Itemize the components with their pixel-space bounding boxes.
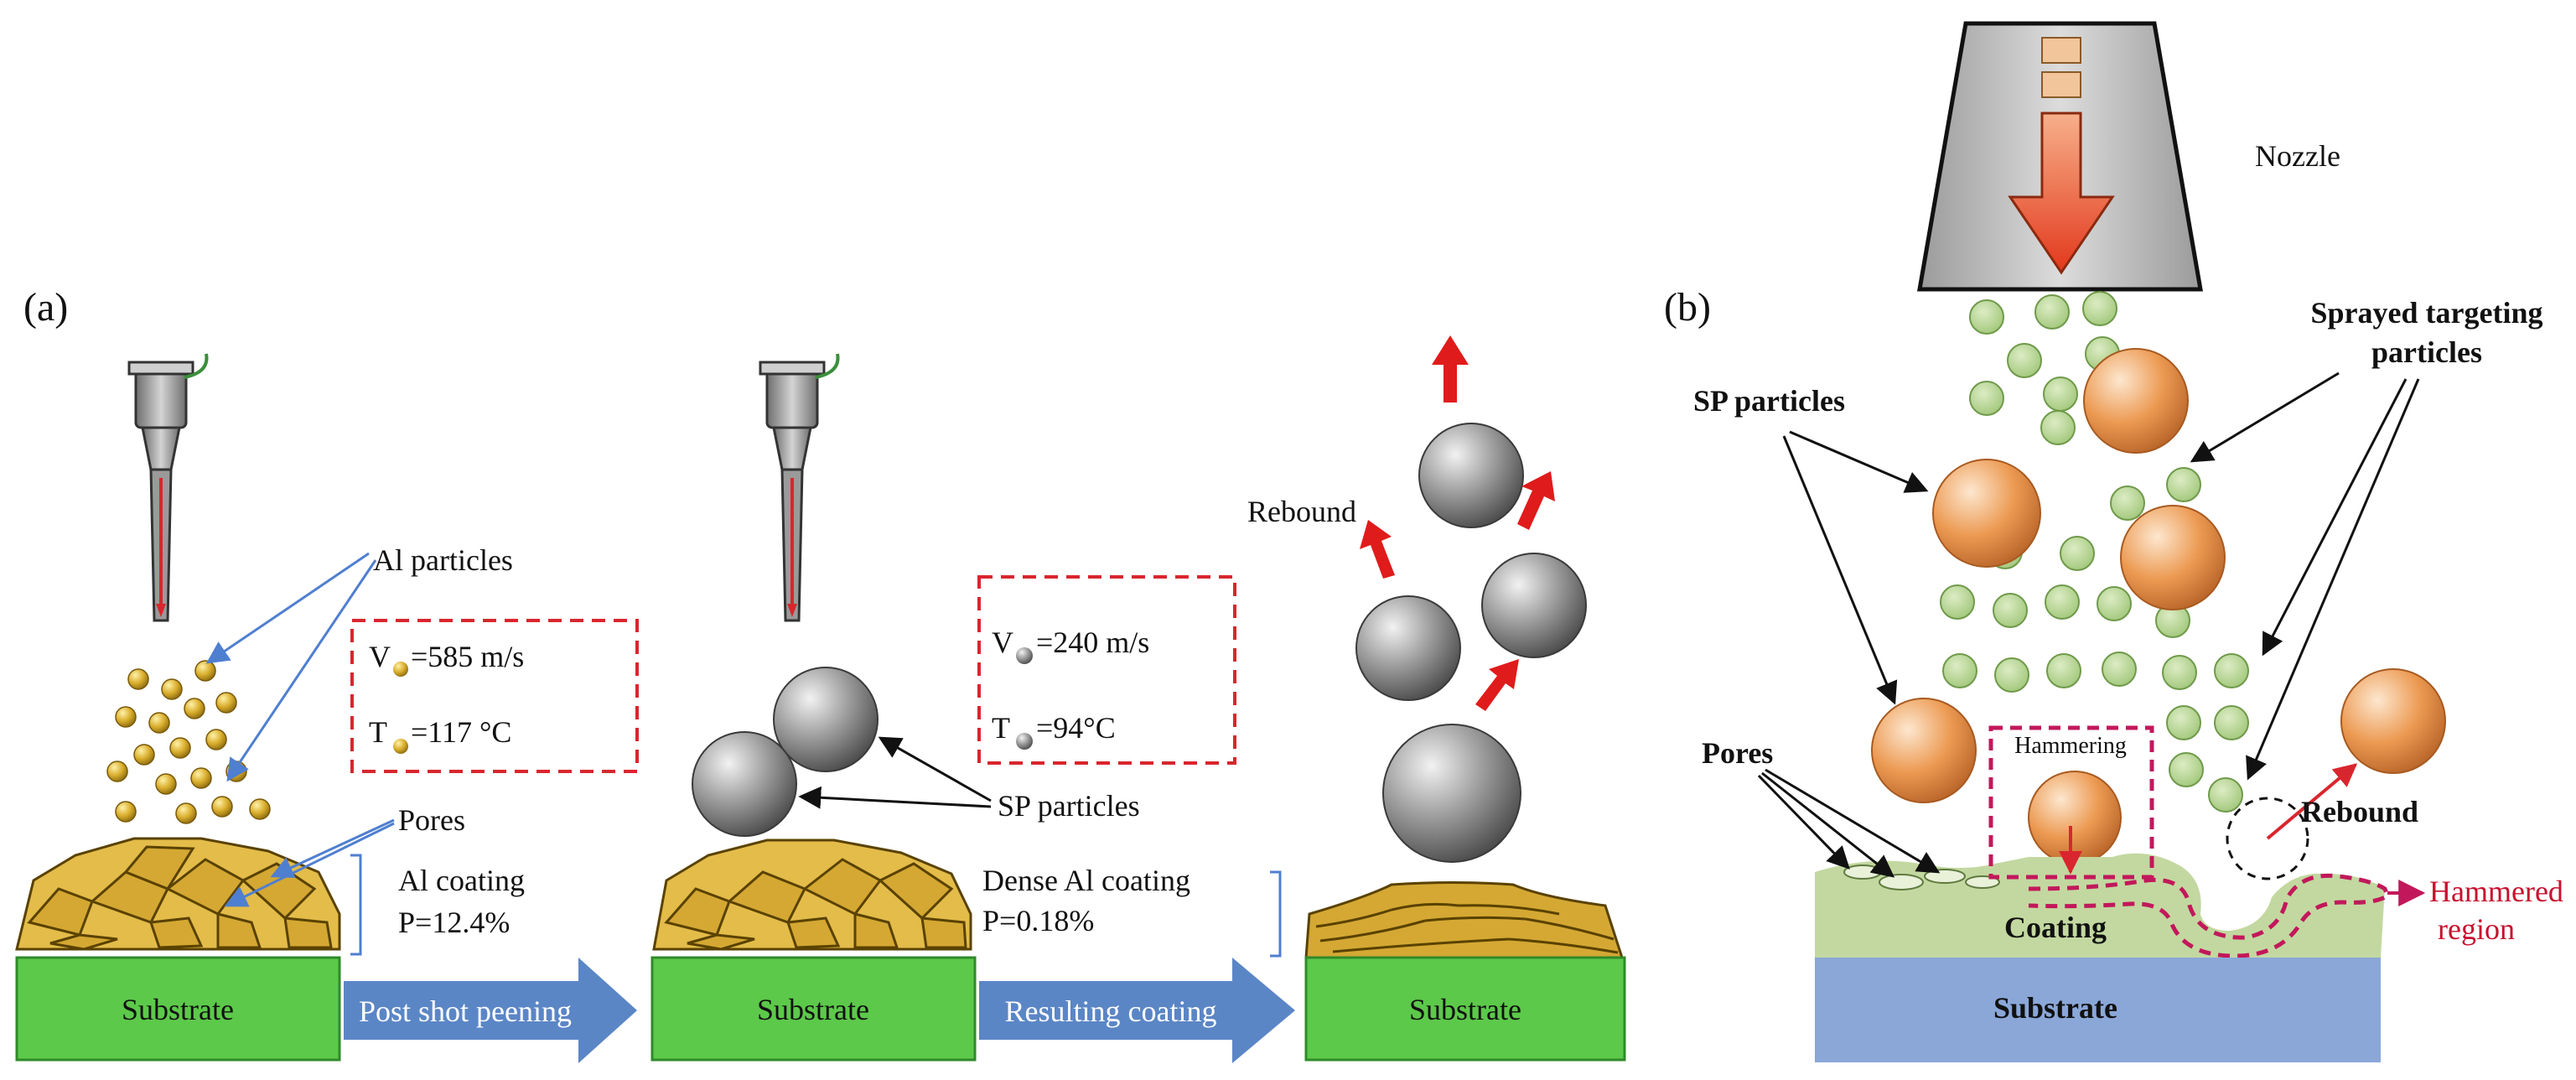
nozzle — [1917, 21, 2203, 292]
substrate-block-b — [1815, 958, 2381, 1062]
sp-rebound-3 — [1481, 553, 1587, 658]
process-arrow-1-label: Post shot peening — [359, 994, 572, 1028]
rebound-arrows-a — [1360, 335, 1555, 711]
al-coating-label: Al coating — [398, 864, 525, 897]
t-label-1: T — [369, 715, 387, 749]
hammering-box — [1988, 725, 2154, 880]
hammered-label-line2: region — [2438, 912, 2515, 946]
hammered-label-line1: Hammered — [2429, 875, 2563, 908]
substrate-block-3 — [1304, 956, 1626, 1062]
substrate-label-2: Substrate — [757, 993, 869, 1026]
sp-rebound-1 — [1418, 423, 1524, 528]
al-particles — [106, 660, 271, 824]
dense-coating-3 — [1304, 881, 1625, 959]
t-value-2: =94°C — [1036, 711, 1116, 745]
substrate-block-1 — [15, 956, 341, 1062]
sp-orange-particles — [1871, 348, 2446, 865]
process-arrow-1 — [344, 958, 637, 1063]
spray-gun-1 — [127, 353, 209, 622]
nozzle-label: Nozzle — [2255, 139, 2340, 173]
sprayed-label-line2: particles — [2371, 335, 2482, 369]
spray-gun-2 — [759, 353, 840, 622]
rebound-label-b: Rebound — [2301, 795, 2418, 828]
v-label-2: V — [992, 626, 1013, 659]
rebound-ghost — [2226, 797, 2309, 880]
sprayed-label-line1: Sprayed targeting — [2311, 296, 2543, 330]
porosity-label-2: P=0.18% — [982, 904, 1094, 937]
process-arrow-2-label: Resulting coating — [1005, 994, 1217, 1028]
v-value-2: =240 m/s — [1036, 626, 1149, 659]
substrate-label-3: Substrate — [1409, 993, 1521, 1026]
coating-label-b: Coating — [2004, 911, 2107, 944]
pores-label-b: Pores — [1702, 736, 1773, 770]
al-arrow-2 — [226, 559, 377, 782]
v-label-1: V — [369, 640, 391, 673]
panel-a-label: (a) — [23, 285, 68, 330]
sp-particles-label-b: SP particles — [1693, 384, 1845, 418]
params-box-2 — [977, 575, 1236, 765]
t-label-2: T — [992, 711, 1010, 745]
porous-coating-1 — [15, 837, 341, 951]
hammering-label: Hammering — [2014, 733, 2127, 759]
pores-label-1: Pores — [398, 803, 465, 837]
process-arrow-2 — [979, 958, 1295, 1063]
al-particles-label: Al particles — [373, 543, 513, 577]
substrate-block-2 — [650, 956, 977, 1062]
panel-b: (b) Nozzle — [1664, 21, 2563, 1062]
substrate-label-b: Substrate — [1993, 991, 2117, 1025]
porosity-label-1: P=12.4% — [398, 906, 510, 939]
dense-coating-label: Dense Al coating — [982, 864, 1190, 897]
v-value-1: =585 m/s — [411, 640, 524, 673]
sprayed-targeting-particles — [1940, 291, 2249, 813]
substrate-label-1: Substrate — [122, 993, 234, 1026]
panel-a: (a) Al particles V =585 m/s T — [15, 285, 1626, 1063]
sp-particle-1 — [773, 667, 879, 772]
porous-coating-2 — [652, 839, 972, 951]
panel-b-label: (b) — [1664, 285, 1711, 330]
params-box-1 — [350, 619, 639, 773]
sp-rebound-2 — [1355, 595, 1461, 701]
t-value-1: =117 °C — [411, 715, 511, 749]
rebound-label-a: Rebound — [1247, 495, 1356, 528]
al-arrow-1 — [205, 552, 370, 664]
sp-particle-2 — [692, 731, 797, 837]
sp-particles-label-a: SP particles — [998, 789, 1140, 823]
hammered-region-outline — [2028, 873, 2390, 958]
sp-impact — [1382, 724, 1521, 863]
